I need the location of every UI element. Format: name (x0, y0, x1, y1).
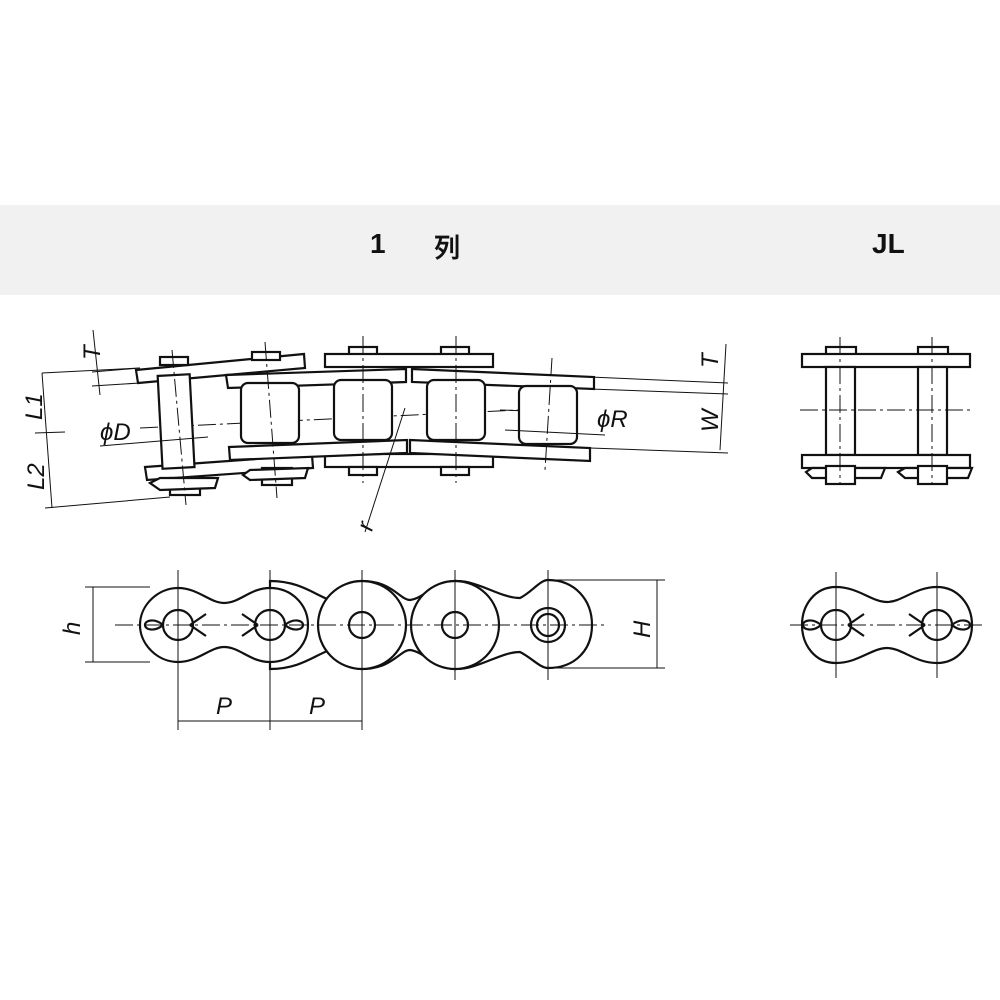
pin-head-6 (439, 465, 471, 477)
title-number: 1 (370, 228, 386, 259)
roller-4 (517, 384, 579, 446)
label-P-2: P (309, 693, 325, 720)
label-T-right: T (697, 351, 724, 368)
label-P-1: P (216, 693, 232, 720)
pin-head (158, 355, 190, 367)
side-view: h H P P (59, 570, 665, 730)
label-W: W (697, 407, 724, 432)
label-r: r (352, 518, 380, 534)
inner-plate-bottom-2 (408, 438, 592, 463)
jl-top-view (800, 337, 974, 486)
title-kanji: 列 (434, 233, 461, 263)
label-L1: L1 (21, 393, 48, 420)
top-view: T L1 L2 ϕD ϕR T W r (21, 329, 729, 534)
pin-left (156, 373, 196, 470)
jl-plate-top (800, 352, 972, 369)
label-L2: L2 (23, 463, 50, 490)
label-H: H (629, 620, 656, 638)
label-phiD: ϕD (100, 419, 131, 446)
clip (147, 476, 220, 492)
label-phiR: ϕR (597, 406, 628, 433)
jl-side-view (790, 572, 985, 678)
jl-title: JL (872, 228, 905, 259)
outer-plate-top (323, 352, 495, 369)
header-band (0, 205, 1000, 295)
label-T: T (79, 343, 106, 360)
label-h: h (59, 622, 86, 635)
